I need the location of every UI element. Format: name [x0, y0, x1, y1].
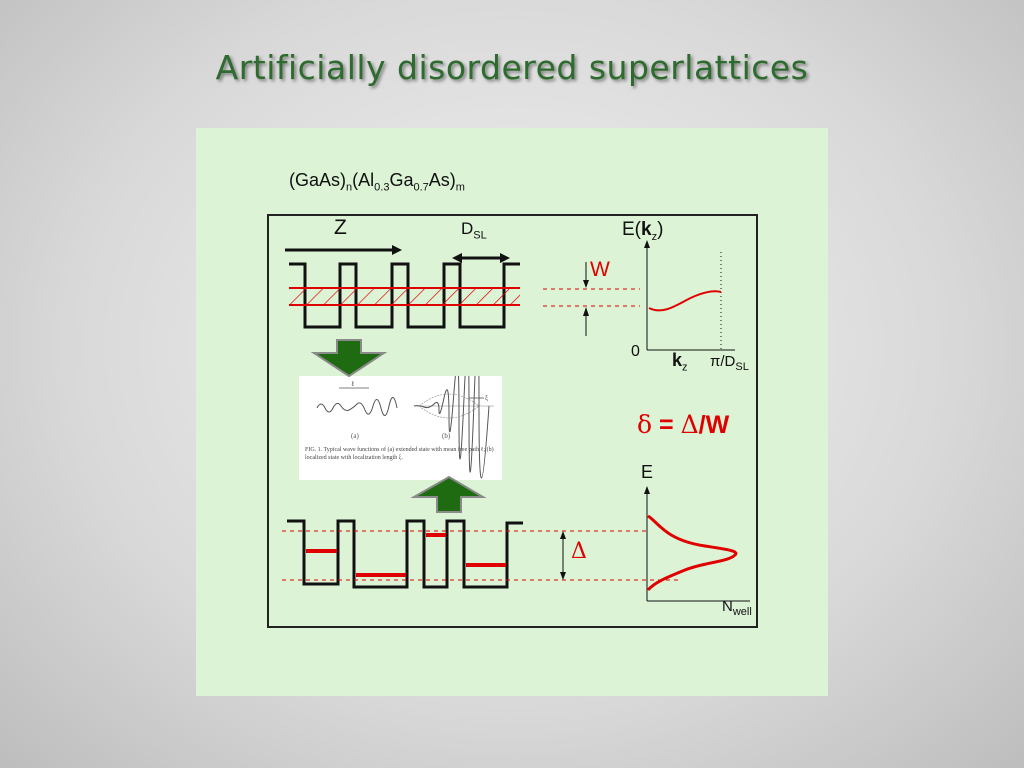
formula-as: As) [428, 170, 456, 190]
localized-envelope-lower [418, 405, 480, 419]
dsl-label: DSL [461, 219, 487, 241]
wavefunction-plots: ℓ ξ (a) (b) [316, 335, 494, 479]
eq-slash-w: /W [698, 411, 730, 439]
dos-y-label: E [641, 462, 654, 482]
z-label: Z [334, 216, 347, 239]
delta-label: Δ [571, 539, 587, 564]
dispersion-close: ) [657, 219, 664, 240]
z-arrow-head [392, 245, 402, 255]
zone-boundary-sub: SL [735, 361, 749, 373]
dsl-sub: SL [473, 229, 487, 242]
inset-caption: FIG. 1. Typical wave functions of (a) ex… [305, 447, 494, 461]
eq-delta-capital: Δ [680, 410, 699, 439]
dispersion-origin-label: 0 [631, 343, 640, 360]
inset-a-label: (a) [351, 432, 359, 440]
dispersion-kx: k [672, 350, 683, 370]
dos-x-label: Nwell [722, 598, 752, 618]
dispersion-y-arrowhead [644, 240, 650, 248]
w-arrow-top-head [583, 280, 589, 288]
formula-gaas: (GaAs) [289, 170, 347, 190]
inset-l-label: ℓ [351, 380, 354, 388]
miniband-hatch [289, 288, 520, 305]
inset-b-label: (b) [442, 432, 451, 440]
disorder-parameter-equation: δ = Δ/W [637, 410, 729, 440]
formula-m: m [455, 181, 465, 194]
zone-boundary-label: π/DSL [710, 353, 749, 373]
formula-n: n [346, 181, 353, 194]
localized-envelope-upper [418, 393, 480, 407]
up-arrow [410, 475, 487, 513]
dos-n: N [722, 598, 733, 615]
dispersion-x-label: kz [672, 350, 688, 374]
disordered-potential-profile [287, 519, 523, 589]
diagram-frame [267, 214, 758, 628]
formula-x1: 0.3 [374, 181, 390, 194]
dos-y-arrowhead [644, 486, 650, 494]
inset-xi-label: ξ [485, 394, 488, 402]
delta-arrow-bottom-head [560, 572, 566, 580]
dsl-main: D [461, 219, 474, 238]
eq-delta-small: δ [637, 410, 653, 439]
eq-equals: = [652, 411, 681, 439]
wavefunction-inset: ℓ ξ (a) (b) FIG. 1. Typical wave functio… [299, 335, 502, 480]
dispersion-k: k [641, 219, 652, 240]
dispersion-ksub: z [651, 230, 658, 243]
composition-formula: (GaAs)n(Al0.3Ga0.7As)m [289, 170, 465, 194]
dsl-arrow-left-head [452, 253, 462, 263]
dsl-arrow-right-head [500, 253, 510, 263]
formula-ga: Ga [389, 170, 414, 190]
w-arrow-bottom-head [583, 307, 589, 316]
dos-curve [646, 514, 738, 592]
dispersion-y-label: E(kz) [622, 219, 663, 243]
w-label: W [590, 258, 610, 281]
dispersion-curve [648, 290, 722, 312]
formula-al: (Al [352, 170, 375, 190]
dispersion-e: E( [622, 219, 641, 240]
delta-arrow-top-head [560, 531, 566, 539]
extended-wave [316, 397, 398, 416]
slide-title: Artificially disordered superlattices [215, 48, 809, 87]
formula-x2: 0.7 [413, 181, 429, 194]
dispersion-kxsub: z [682, 361, 688, 374]
periodic-potential-profile [289, 262, 520, 329]
down-arrow [310, 339, 388, 378]
dos-nsub: well [732, 606, 752, 618]
zone-boundary-pi: π/D [710, 353, 736, 370]
